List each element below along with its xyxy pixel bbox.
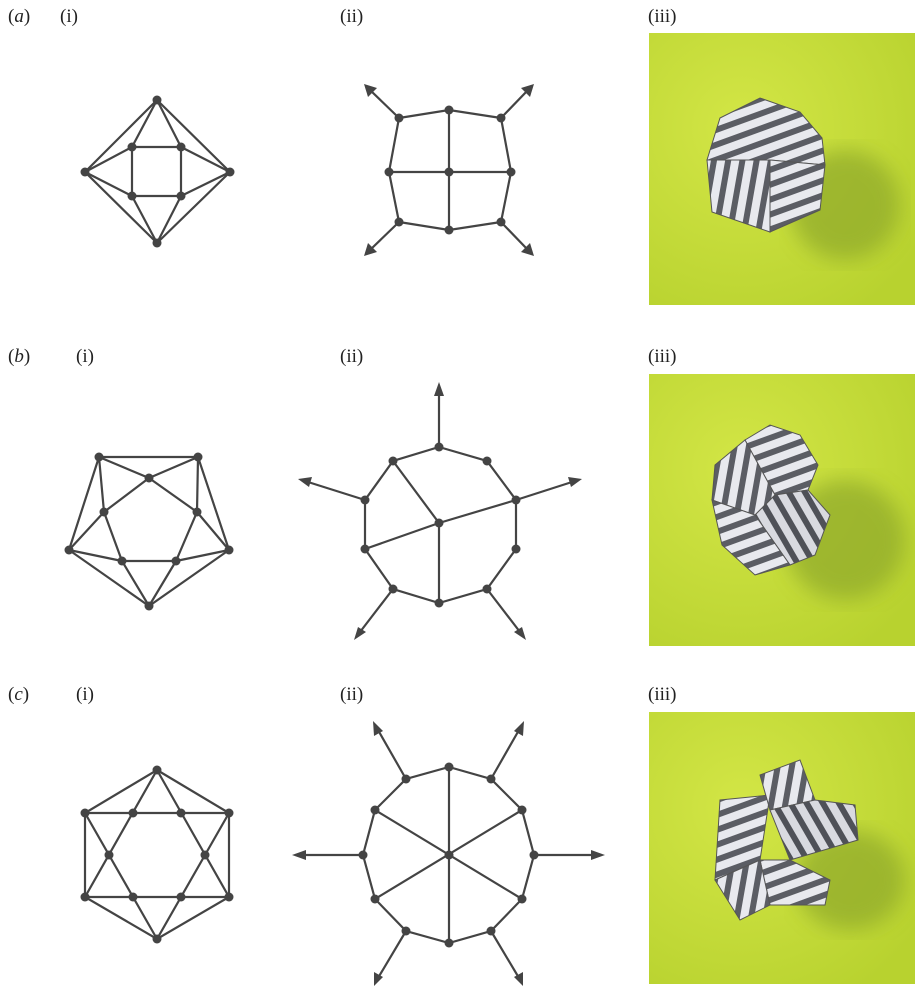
graph-b-i (64, 452, 234, 611)
sublabel-c-iii: (iii) (648, 684, 677, 705)
sublabel-c-i: (i) (76, 684, 94, 705)
sublabel-b-iii: (iii) (648, 346, 677, 367)
photo-a-iii (649, 33, 915, 305)
photo-b-iii (649, 374, 915, 646)
sublabel-a-i: (i) (60, 6, 78, 27)
graph-a-i (80, 95, 235, 248)
svg-text:(b): (b) (8, 346, 30, 367)
sublabel-a-iii: (iii) (648, 6, 677, 27)
sublabel-b-i: (i) (76, 346, 94, 367)
panel-label-a: (a) (8, 6, 30, 27)
panel-label-c: (c) (8, 684, 29, 705)
svg-text:(c): (c) (8, 684, 29, 705)
graph-a-ii (364, 84, 534, 256)
graph-c-ii (292, 721, 605, 986)
sublabel-c-ii: (ii) (340, 684, 363, 705)
sublabel-a-ii: (ii) (340, 6, 363, 27)
graph-c-i (80, 765, 234, 944)
svg-text:(a): (a) (8, 6, 30, 27)
photo-c-iii (649, 712, 915, 984)
panel-label-b: (b) (8, 346, 30, 367)
graph-b-ii (298, 382, 582, 640)
sublabel-b-ii: (ii) (340, 346, 363, 367)
